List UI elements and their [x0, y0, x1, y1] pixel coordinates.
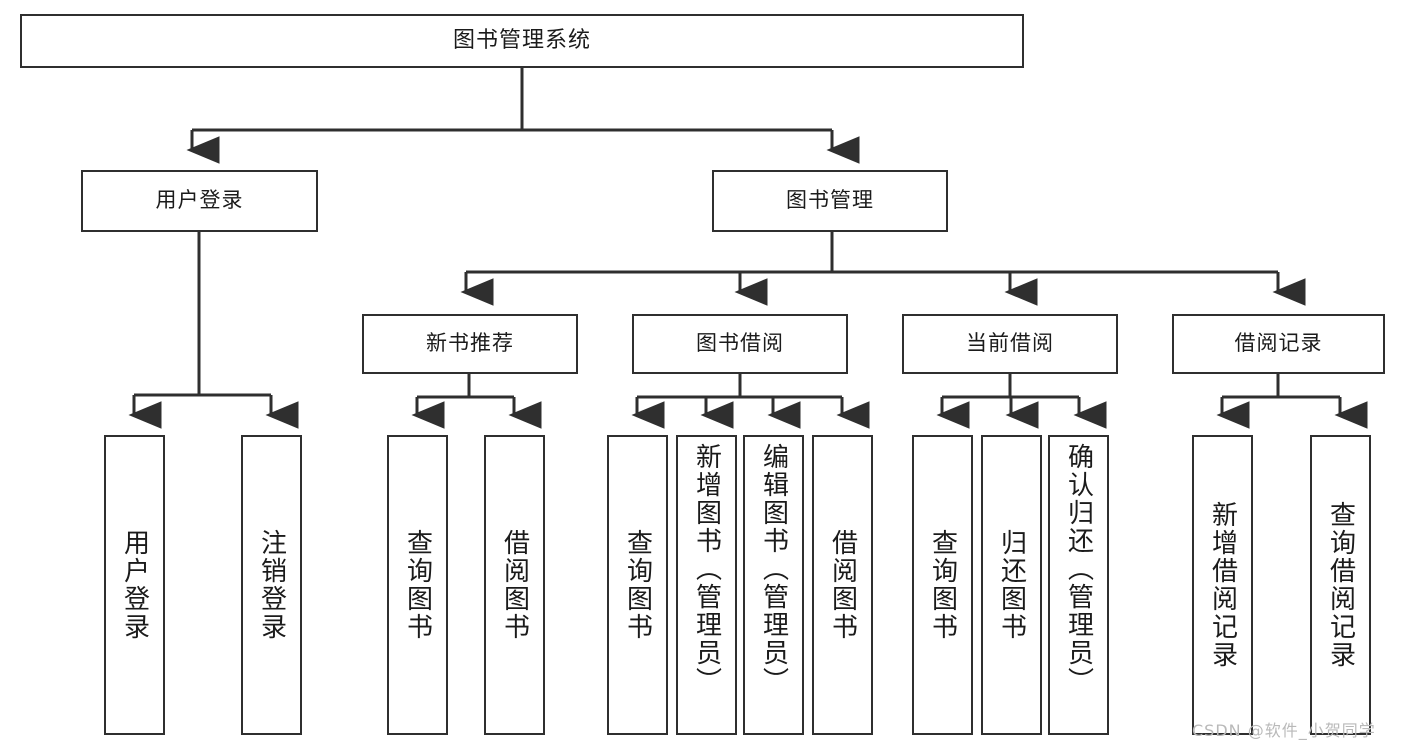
leaf-query-borrow-record[interactable]: 查询借阅记录	[1310, 435, 1371, 735]
node-label: 借阅图书	[827, 529, 858, 641]
leaf-borrow-book-recommendation[interactable]: 借阅图书	[484, 435, 545, 735]
node-current-borrowing[interactable]: 当前借阅	[902, 314, 1118, 374]
node-label: 查询图书	[402, 529, 433, 641]
leaf-confirm-return-admin[interactable]: 确认归还（管理员）	[1048, 435, 1109, 735]
node-new-book-recommendation[interactable]: 新书推荐	[362, 314, 578, 374]
leaf-query-book-current[interactable]: 查询图书	[912, 435, 973, 735]
node-label: 查询图书	[927, 529, 958, 641]
node-root[interactable]: 图书管理系统	[20, 14, 1024, 68]
node-borrowing-record[interactable]: 借阅记录	[1172, 314, 1385, 374]
node-label: 图书管理	[786, 188, 874, 213]
node-label: 当前借阅	[966, 331, 1054, 356]
node-book-borrowing[interactable]: 图书借阅	[632, 314, 848, 374]
leaf-return-book[interactable]: 归还图书	[981, 435, 1042, 735]
csdn-watermark: CSDN @软件_小贺同学	[1192, 721, 1376, 740]
node-label: 借阅图书	[499, 529, 530, 641]
leaf-edit-book-admin[interactable]: 编辑图书（管理员）	[743, 435, 804, 735]
node-book-management[interactable]: 图书管理	[712, 170, 948, 232]
node-label: 图书借阅	[696, 331, 784, 356]
node-label: 用户登录	[119, 529, 150, 641]
node-label: 注销登录	[256, 529, 287, 641]
node-label: 借阅记录	[1234, 331, 1323, 356]
node-label: 查询借阅记录	[1325, 501, 1356, 669]
node-label: 新书推荐	[426, 331, 514, 356]
leaf-add-book-admin[interactable]: 新增图书（管理员）	[676, 435, 737, 735]
leaf-user-login[interactable]: 用户登录	[104, 435, 165, 735]
leaf-user-logout[interactable]: 注销登录	[241, 435, 302, 735]
node-label: 新增图书（管理员）	[691, 443, 722, 695]
node-label: 查询图书	[622, 529, 653, 641]
node-user-login[interactable]: 用户登录	[81, 170, 318, 232]
node-label: 归还图书	[996, 529, 1027, 641]
leaf-query-book-borrowing[interactable]: 查询图书	[607, 435, 668, 735]
node-label: 确认归还（管理员）	[1063, 443, 1094, 695]
node-label: 编辑图书（管理员）	[758, 443, 789, 695]
node-label: 图书管理系统	[452, 27, 591, 53]
leaf-borrow-book-borrowing[interactable]: 借阅图书	[812, 435, 873, 735]
leaf-add-borrow-record[interactable]: 新增借阅记录	[1192, 435, 1253, 735]
node-label: 新增借阅记录	[1207, 501, 1238, 669]
leaf-query-book-recommendation[interactable]: 查询图书	[387, 435, 448, 735]
node-label: 用户登录	[155, 188, 244, 213]
